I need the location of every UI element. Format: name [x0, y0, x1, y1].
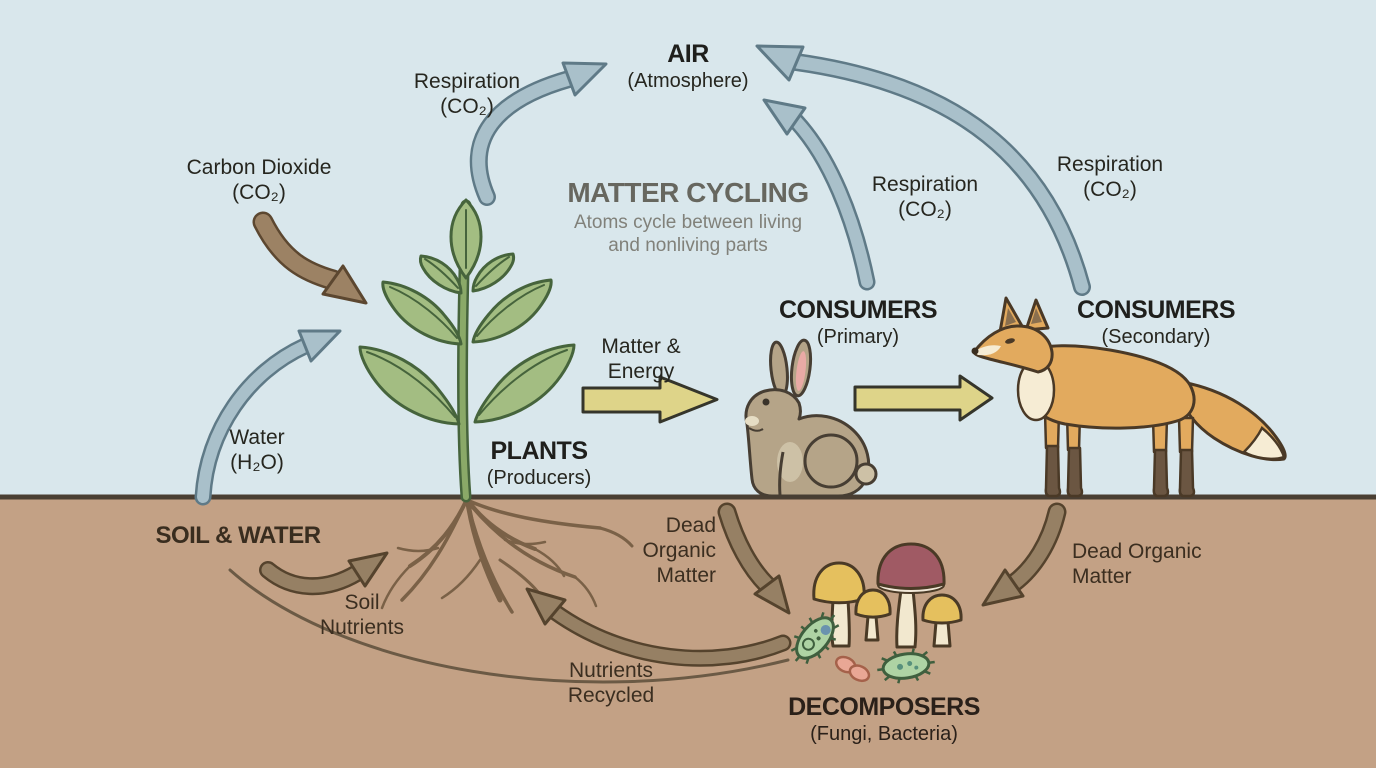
mushroom-maroon-icon	[876, 542, 946, 649]
soil-region	[0, 497, 1376, 768]
soil-water-node-label: SOIL & WATER	[155, 522, 321, 550]
water-line1: Water	[229, 426, 285, 449]
arrow-matter-energy-primary-to-secondary	[853, 374, 994, 422]
consumers-secondary-node-label: CONSUMERS (Secondary)	[1076, 296, 1236, 349]
respiration-secondary-label: Respiration (CO₂)	[1057, 153, 1163, 203]
nutrients-recycled-label: Nutrients Recycled	[568, 659, 654, 709]
consumers-primary-name: CONSUMERS	[778, 296, 938, 324]
soil-nutrients-label: Soil Nutrients	[320, 591, 404, 641]
diagram-title: MATTER CYCLING	[567, 177, 809, 208]
diagram-subtitle-line2: and nonliving parts	[608, 234, 768, 256]
arrow-matter-energy-plants-to-primary	[581, 375, 719, 424]
air-node-label: AIR (Atmosphere)	[627, 40, 748, 93]
carbon-dioxide-line1: Carbon Dioxide	[186, 156, 332, 179]
dead-organic-right-line2: Matter	[1072, 564, 1132, 588]
arrow-respiration-plants	[469, 61, 608, 206]
arrow-soil-nutrients	[259, 551, 389, 596]
decomposers-detail: (Fungi, Bacteria)	[810, 722, 958, 745]
consumers-primary-node-label: CONSUMERS (Primary)	[778, 296, 938, 349]
diagram-subtitle-line1: Atoms cycle between living	[573, 212, 803, 234]
decomposers-name: DECOMPOSERS	[788, 693, 980, 721]
respiration-primary-line2: (CO₂)	[898, 197, 952, 221]
water-line2: (H₂O)	[230, 450, 284, 474]
bacteria-icon	[790, 612, 840, 664]
dead-organic-left-label: Dead Organic Matter	[642, 514, 716, 588]
soil-nutrients-line1: Soil	[344, 591, 380, 614]
arrow-respiration-secondary	[755, 44, 1091, 296]
bacteria-pink-icon	[834, 655, 871, 683]
respiration-plants-line2: (CO₂)	[440, 94, 494, 118]
dead-organic-left-line2: Organic	[642, 538, 716, 562]
plants-node-label: PLANTS (Producers)	[487, 437, 591, 490]
soil-to-decomposers-curve	[228, 568, 790, 684]
carbon-dioxide-label: Carbon Dioxide (CO₂)	[187, 156, 332, 206]
plant-illustration	[358, 198, 576, 503]
plant-roots-illustration	[380, 494, 634, 614]
dead-organic-right-label: Dead Organic Matter	[1072, 540, 1202, 590]
respiration-secondary-line1: Respiration	[1056, 153, 1164, 176]
bacteria-icon-2	[877, 648, 935, 684]
soil-nutrients-line2: Nutrients	[319, 615, 405, 639]
matter-energy-label: Matter & Energy	[601, 335, 680, 385]
arrow-water-in	[194, 329, 342, 506]
nutrients-recycled-line1: Nutrients	[568, 659, 654, 682]
matter-energy-line1: Matter &	[601, 335, 681, 358]
decomposers-node-label: DECOMPOSERS (Fungi, Bacteria)	[788, 693, 980, 746]
matter-energy-line2: Energy	[607, 359, 675, 383]
rabbit-illustration	[744, 338, 878, 498]
plants-name: PLANTS	[490, 437, 588, 465]
title-block: MATTER CYCLING Atoms cycle between livin…	[567, 176, 809, 258]
consumers-primary-detail: (Primary)	[816, 325, 900, 348]
air-detail: (Atmosphere)	[627, 69, 749, 92]
water-label: Water (H₂O)	[229, 426, 284, 476]
arrow-dead-organic-left	[717, 502, 791, 615]
soil-water-name: SOIL & WATER	[155, 522, 321, 549]
respiration-plants-line1: Respiration	[413, 70, 521, 93]
respiration-plants-label: Respiration (CO₂)	[414, 70, 520, 120]
carbon-dioxide-line2: (CO₂)	[232, 180, 286, 204]
dead-organic-right-line1: Dead Organic	[1072, 540, 1202, 563]
fox-illustration	[971, 296, 1287, 498]
arrow-respiration-primary	[762, 98, 876, 291]
air-name: AIR	[667, 40, 709, 68]
arrow-dead-organic-right	[981, 502, 1067, 607]
mushroom-icon	[812, 561, 892, 648]
nutrients-recycled-line2: Recycled	[567, 683, 655, 707]
dead-organic-left-line3: Matter	[656, 563, 716, 587]
mushroom-small-icon	[921, 593, 963, 648]
plants-detail: (Producers)	[486, 466, 592, 489]
respiration-primary-line1: Respiration	[871, 173, 979, 196]
consumers-secondary-name: CONSUMERS	[1076, 296, 1236, 324]
respiration-primary-label: Respiration (CO₂)	[872, 173, 978, 223]
consumers-secondary-detail: (Secondary)	[1101, 325, 1211, 348]
arrow-nutrients-recycled	[525, 587, 792, 667]
decomposers-illustration	[790, 542, 963, 684]
arrow-carbon-dioxide-in	[252, 211, 368, 305]
dead-organic-left-line1: Dead	[665, 514, 716, 537]
respiration-secondary-line2: (CO₂)	[1083, 177, 1137, 201]
